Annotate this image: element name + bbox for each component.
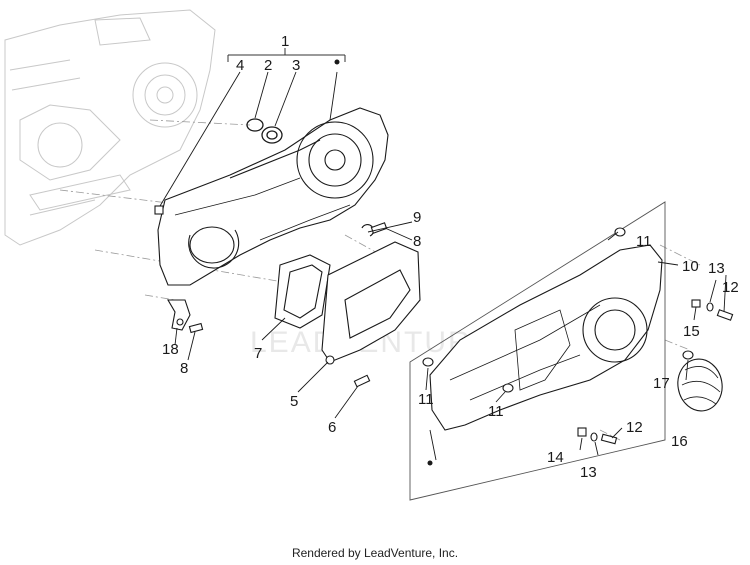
dowel-pin (154, 205, 164, 215)
callout-11-top: 11 (636, 233, 652, 250)
callout-12-lower: 12 (626, 419, 643, 436)
engine-assembly-background (4, 9, 216, 246)
callout-7: 7 (254, 345, 262, 362)
outer-transmission-cover (429, 244, 663, 431)
callout-13-upper: 13 (708, 260, 725, 277)
bolt-12-upper (716, 309, 734, 321)
item-1-bracket (227, 48, 346, 62)
callout-8-upper: 8 (413, 233, 421, 250)
bolt-8-lower (188, 322, 204, 334)
grommet-11c (502, 383, 514, 393)
screw-6 (353, 374, 371, 388)
callout-11-mid: 11 (488, 403, 504, 420)
small-cap-17 (682, 350, 694, 360)
spacer-14 (577, 427, 587, 437)
callout-11-left: 11 (418, 391, 434, 408)
leader-lines (159, 71, 727, 461)
callout-13-lower: 13 (580, 464, 597, 481)
callout-14: 14 (547, 449, 564, 466)
inner-transmission-cover (157, 107, 389, 286)
callout-10: 10 (682, 258, 699, 275)
callout-1: 1 (281, 33, 289, 50)
callout-6: 6 (328, 419, 336, 436)
cover-plate-16 (677, 358, 723, 412)
grommet-11b (422, 357, 434, 367)
item-10-assembly-frame (409, 201, 666, 501)
bolt-12-lower (600, 433, 618, 445)
filter-element (274, 254, 331, 329)
mounting-bracket (167, 299, 191, 331)
spacer-15 (691, 299, 701, 308)
callout-15: 15 (683, 323, 700, 340)
callout-18: 18 (162, 341, 179, 358)
footer-attribution: Rendered by LeadVenture, Inc. (291, 546, 459, 560)
retaining-clip (361, 224, 374, 237)
circlip-ring (246, 118, 264, 132)
washer-13-lower (590, 432, 598, 442)
callout-5: 5 (290, 393, 298, 410)
callout-16: 16 (671, 433, 688, 450)
callout-9: 9 (413, 209, 421, 226)
assembly-dot-1 (334, 59, 340, 65)
assembly-dot-10 (427, 460, 433, 466)
callout-8-lower: 8 (180, 360, 188, 377)
callout-labels: 1 4 2 3 9 8 11 10 13 12 15 18 8 7 17 5 1… (162, 33, 739, 481)
washer-13-upper (706, 302, 714, 312)
callout-4: 4 (236, 57, 244, 74)
callout-17: 17 (653, 375, 670, 392)
bearing (261, 126, 283, 144)
callout-3: 3 (292, 57, 300, 74)
callout-12-upper: 12 (722, 279, 739, 296)
callout-2: 2 (264, 57, 272, 74)
grommet-11a (614, 227, 626, 237)
